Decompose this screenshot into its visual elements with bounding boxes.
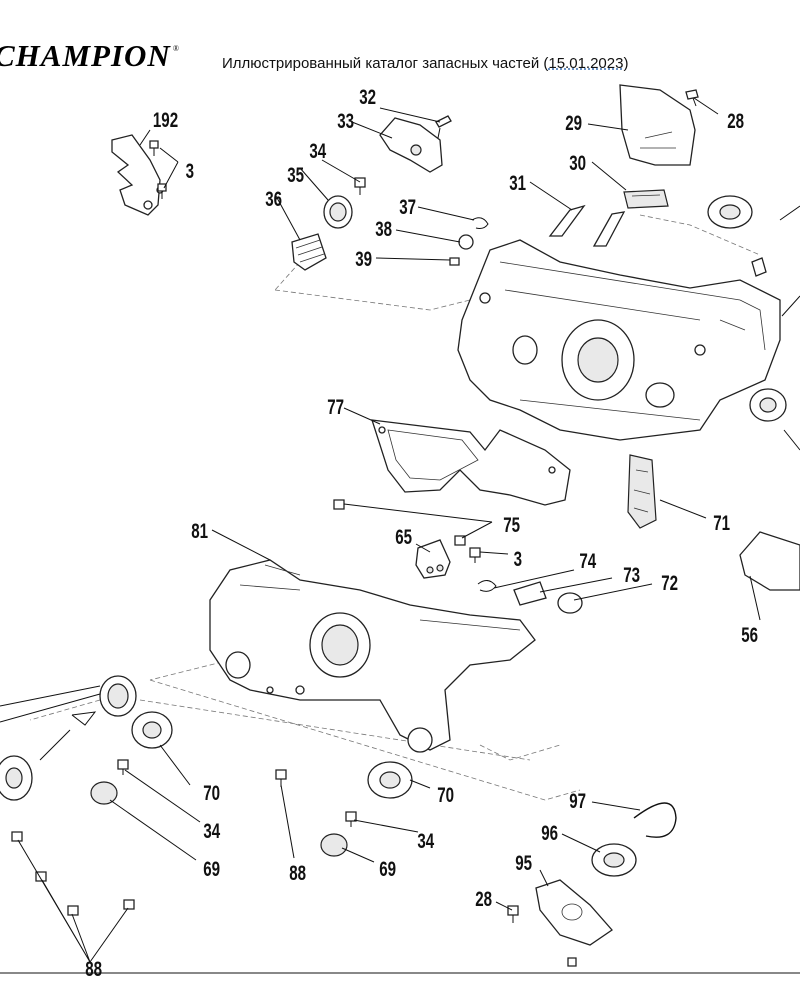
assembly-guides (29, 214, 761, 801)
part-37-clip (471, 217, 489, 229)
callout-33: 33 (337, 108, 354, 132)
callout-95: 95 (515, 850, 532, 874)
part-88-screw-mid (275, 769, 287, 787)
catalog-date: 15.01.2023 (548, 55, 624, 72)
part-70-bushing-mid (367, 761, 413, 799)
callout-69: 69 (203, 856, 220, 880)
callout-38: 38 (375, 216, 392, 240)
screw-3-pair (149, 140, 167, 199)
catalog-title: Иллюстрированный каталог запасных частей… (222, 55, 629, 72)
callout-28: 28 (727, 108, 744, 132)
callout-71: 71 (713, 510, 730, 534)
part-39-screw (449, 257, 460, 266)
callout-31: 31 (509, 170, 526, 194)
screw-3-mid (469, 547, 481, 563)
screw-bottom-right (567, 957, 577, 967)
part-35-seal (323, 195, 353, 229)
callout-70: 70 (203, 780, 220, 804)
callout-74: 74 (579, 548, 596, 572)
callout-3: 3 (514, 546, 522, 570)
callout-72: 72 (661, 570, 678, 594)
part-77-gasket (371, 419, 571, 506)
leader-lines (0, 97, 800, 963)
callout-70: 70 (437, 782, 454, 806)
callout-34: 34 (309, 138, 326, 162)
callout-88: 88 (85, 956, 102, 980)
part-65-bracket (415, 539, 451, 579)
part-28-screw (685, 89, 699, 107)
callout-192: 192 (153, 107, 178, 131)
part-28-screw-lower (507, 905, 519, 923)
part-38-plug (458, 234, 474, 250)
part-33-bracket (379, 117, 443, 173)
part-34-screw-left (117, 759, 129, 775)
callout-labels: 192 3 32 33 34 35 36 37 38 39 29 28 30 3… (85, 84, 758, 980)
callout-65: 65 (395, 524, 412, 548)
callout-77: 77 (327, 394, 344, 418)
part-71-cover (627, 454, 657, 529)
callout-34: 34 (417, 828, 434, 852)
part-34-screw-mid (345, 811, 357, 827)
crankcase-lower (209, 559, 536, 753)
callout-73: 73 (623, 562, 640, 586)
part-88-screws-left (11, 831, 135, 916)
part-29-plate (619, 84, 696, 166)
part-69-cap-mid (320, 833, 348, 857)
bushing-right (749, 388, 787, 422)
small-tab-right (751, 257, 767, 277)
callout-88: 88 (289, 860, 306, 884)
part-69-cap-left (90, 781, 118, 805)
callout-34: 34 (203, 818, 220, 842)
crankcase-upper (457, 239, 781, 441)
callout-32: 32 (359, 84, 376, 108)
callout-35: 35 (287, 162, 304, 186)
part-97-circlip (633, 802, 677, 838)
part-72-bushing (557, 592, 583, 614)
part-70-bushing-left (131, 711, 173, 749)
callout-69: 69 (379, 856, 396, 880)
part-73-pin (513, 581, 547, 606)
seal-left-top (99, 675, 137, 717)
callout-97: 97 (569, 788, 586, 812)
callout-96: 96 (541, 820, 558, 844)
bearing-upper-right (707, 195, 753, 229)
callout-29: 29 (565, 110, 582, 134)
spring-clip-left (39, 711, 97, 761)
brand-logo: CHAMPION® (0, 38, 180, 73)
pulley-left (0, 755, 33, 801)
part-95-plate (535, 879, 613, 946)
part-96-seal (591, 843, 637, 877)
callout-30: 30 (569, 150, 586, 174)
part-74-clip (477, 580, 497, 592)
callout-3: 3 (186, 158, 194, 182)
part-31-studs (548, 204, 626, 247)
callout-37: 37 (399, 194, 416, 218)
callout-56: 56 (741, 622, 758, 646)
pin-left-75 (333, 499, 345, 510)
callout-39: 39 (355, 246, 372, 270)
callout-81: 81 (191, 518, 208, 542)
part-30-block (623, 189, 669, 209)
part-32-screw (435, 115, 452, 139)
callout-75: 75 (503, 512, 520, 536)
part-36-boot (291, 233, 327, 271)
callout-28: 28 (475, 886, 492, 910)
part-56-plate (739, 531, 800, 591)
callout-36: 36 (265, 186, 282, 210)
